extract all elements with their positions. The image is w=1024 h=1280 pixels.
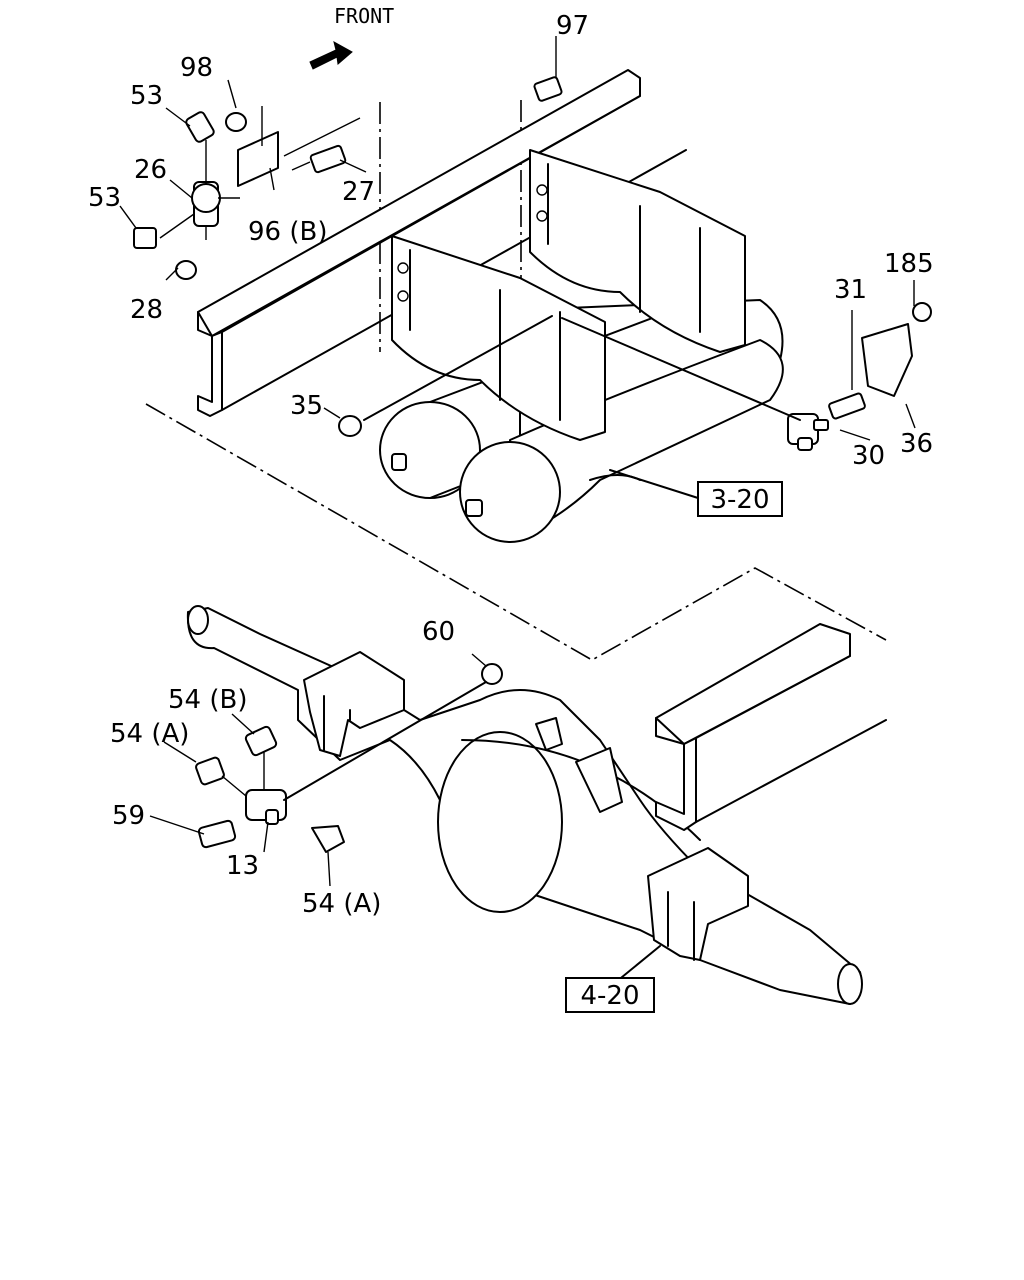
ref-box-4-20 xyxy=(565,977,655,1013)
label-leader-lines xyxy=(119,36,557,887)
label-35: 35 xyxy=(290,391,323,421)
label-31: 31 xyxy=(834,275,867,305)
upper-left-leader-lines xyxy=(261,106,361,171)
ref-3-20-text: 3-20 xyxy=(710,485,769,515)
label-27: 27 xyxy=(342,177,375,207)
label-97: 97 xyxy=(556,11,589,41)
label-13: 13 xyxy=(226,851,259,881)
spring-seat-left xyxy=(303,651,405,757)
label-30: 30 xyxy=(852,441,885,471)
label-54a-bottom: 54 (A) xyxy=(302,889,381,919)
spring-seat-right xyxy=(647,847,749,961)
label-98: 98 xyxy=(180,53,213,83)
ref-4-20-leader xyxy=(615,945,661,983)
label-59: 59 xyxy=(112,801,145,831)
bolt-97 xyxy=(533,76,563,102)
axle-bracket xyxy=(575,747,623,813)
valve-cluster-right xyxy=(338,302,932,451)
label-36: 36 xyxy=(900,429,933,459)
label-185: 185 xyxy=(884,249,934,279)
label-54b: 54 (B) xyxy=(168,685,247,715)
valve-cluster-upper-left xyxy=(133,111,347,280)
label-96b: 96 (B) xyxy=(248,217,327,247)
ref-4-20-text: 4-20 xyxy=(580,981,639,1011)
label-60: 60 xyxy=(422,617,455,647)
label-53-top: 53 xyxy=(130,81,163,111)
front-label: FRONT xyxy=(334,4,394,28)
label-53-bottom: 53 xyxy=(88,183,121,213)
ref-3-20-leader xyxy=(609,469,699,499)
frame-rail-lower xyxy=(655,623,887,831)
label-26: 26 xyxy=(134,155,167,185)
frame-rail-upper xyxy=(197,69,687,417)
air-tank-front xyxy=(459,339,784,543)
tank-bracket-right xyxy=(529,149,746,353)
label-28: 28 xyxy=(130,295,163,325)
front-arrow-icon xyxy=(309,41,353,70)
label-54a-top: 54 (A) xyxy=(110,719,189,749)
upper-group-boundary xyxy=(145,403,887,661)
ref-box-3-20 xyxy=(697,481,783,517)
right-cluster-leaders xyxy=(839,280,916,441)
axle-tab xyxy=(535,717,563,751)
